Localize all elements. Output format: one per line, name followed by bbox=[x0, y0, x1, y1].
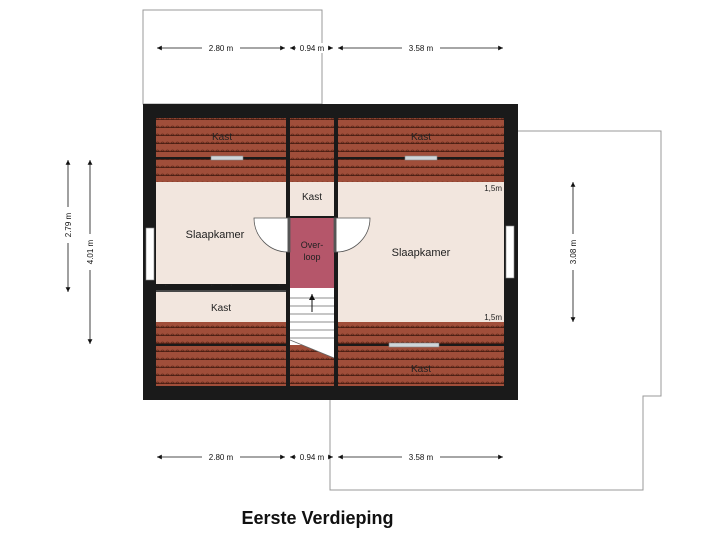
room-label-overloop-line1: Over- bbox=[301, 240, 324, 250]
roof-bottom-left bbox=[156, 322, 286, 386]
room-label-slaapkamer-left: Slaapkamer bbox=[186, 229, 245, 241]
doors bbox=[253, 217, 371, 253]
roof-bottom-right bbox=[338, 322, 504, 386]
svg-text:←: ← bbox=[210, 282, 215, 288]
room-label-kast-mid-left: Kast bbox=[211, 303, 231, 314]
floor-title: Eerste Verdieping bbox=[241, 508, 394, 528]
dim-top-right: 3.58 m bbox=[409, 44, 434, 53]
side-windows bbox=[145, 225, 515, 281]
dim-right: 3.08 m bbox=[569, 239, 578, 264]
room-label-kast-top-left: Kast bbox=[212, 132, 232, 143]
bottom-terrace-outline bbox=[329, 400, 518, 491]
dim-bottom-mid: 0.94 m bbox=[300, 453, 325, 462]
roof-top-left bbox=[156, 118, 286, 182]
staircase bbox=[289, 288, 335, 359]
room-label-kast-top-right: Kast bbox=[411, 132, 431, 143]
svg-text:→: → bbox=[276, 282, 281, 288]
height-label-bottom: 1,5m bbox=[484, 313, 502, 322]
svg-text:←: ← bbox=[164, 282, 169, 288]
dim-bottom-left: 2.80 m bbox=[209, 453, 234, 462]
kast-center-floor bbox=[290, 182, 334, 216]
slaapkamer-right-floor bbox=[338, 182, 504, 322]
dim-left-inner: 2.79 m bbox=[64, 212, 73, 237]
dim-left-outer: 4.01 m bbox=[86, 239, 95, 264]
top-terrace-outline bbox=[142, 9, 323, 105]
svg-text:→: → bbox=[228, 282, 233, 288]
skylights bbox=[210, 155, 440, 348]
right-terrace-outline bbox=[518, 130, 662, 491]
room-label-kast-bottom-right: Kast bbox=[411, 364, 431, 375]
dim-bottom-right: 3.58 m bbox=[409, 453, 434, 462]
room-label-kast-center: Kast bbox=[302, 192, 322, 203]
overloop-floor bbox=[290, 218, 334, 288]
dim-top-left: 2.80 m bbox=[209, 44, 234, 53]
roof-top-right bbox=[338, 118, 504, 182]
room-label-overloop-line2: loop bbox=[303, 252, 320, 262]
roof-top-center bbox=[290, 118, 334, 182]
room-label-slaapkamer-right: Slaapkamer bbox=[392, 247, 451, 259]
height-label-top: 1,5m bbox=[484, 184, 502, 193]
closet-rail: ← ← → → bbox=[156, 282, 286, 292]
dim-top-mid: 0.94 m bbox=[300, 44, 325, 53]
kast-mid-left-floor bbox=[156, 292, 286, 322]
dimension-label-backgrounds bbox=[63, 43, 578, 462]
